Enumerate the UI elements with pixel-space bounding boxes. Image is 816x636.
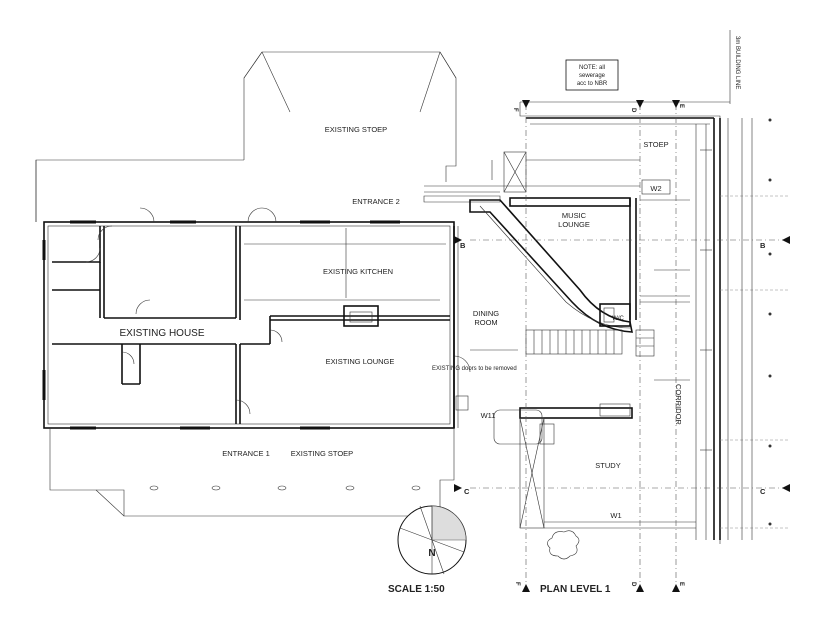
north-arrow: N xyxy=(397,505,467,575)
window-w11-label: W11 xyxy=(481,411,496,420)
north-label: N xyxy=(428,548,435,559)
grid-c-left: C xyxy=(464,487,470,496)
existing-stoep-top-outline xyxy=(35,51,457,222)
existing-stoep-bottom-label: EXISTING STOEP xyxy=(291,449,353,458)
note-line-1: NOTE: all xyxy=(579,65,605,71)
scale-label: SCALE 1:50 xyxy=(388,584,445,595)
grid-c-right: C xyxy=(760,487,766,496)
note-box: NOTE: all sewerage acc to NBR xyxy=(565,59,619,91)
note-line-3: acc to NBR xyxy=(577,81,608,87)
existing-lounge-label: EXISTING LOUNGE xyxy=(326,357,395,366)
window-w2-label: W2 xyxy=(650,184,661,193)
existing-doors-note: EXISTING doors to be removed xyxy=(432,366,517,372)
grid-b-left: B xyxy=(460,241,466,250)
grid-d-top: D xyxy=(630,108,636,113)
grid-markers: B B C C F D E F D E xyxy=(454,100,790,592)
existing-stoep-bottom-outline xyxy=(49,428,455,517)
existing-house-label: EXISTING HOUSE xyxy=(119,328,204,339)
dining-room-label-1: DINING xyxy=(473,309,499,318)
grid-f-bottom: F xyxy=(514,582,520,586)
stairs xyxy=(525,329,655,357)
grid-f-top: F xyxy=(512,108,518,112)
music-lounge-label-1: MUSIC xyxy=(562,211,587,220)
tree-symbol xyxy=(547,530,580,560)
existing-kitchen-label: EXISTING KITCHEN xyxy=(323,267,393,276)
dining-room-label-2: ROOM xyxy=(474,318,497,327)
existing-stoep-top-label: EXISTING STOEP xyxy=(325,125,387,134)
wc-label: W/C xyxy=(612,316,624,322)
entrance-2-label: ENTRANCE 2 xyxy=(352,197,400,206)
grid-b-right: B xyxy=(760,241,766,250)
note-line-2: sewerage xyxy=(579,73,606,79)
grid-e-bottom: E xyxy=(678,582,684,586)
new-extension-walls xyxy=(423,102,729,560)
dining-room-area xyxy=(453,226,518,428)
stoep-label: STOEP xyxy=(643,140,668,149)
study-label: STUDY xyxy=(595,461,620,470)
entrance-1-label: ENTRANCE 1 xyxy=(222,449,270,458)
building-line-label: 3m BUILDING LINE xyxy=(734,36,740,89)
existing-house-walls xyxy=(42,207,471,430)
corridor-label: CORRIDOR xyxy=(674,384,683,425)
plan-title: PLAN LEVEL 1 xyxy=(540,584,611,595)
grid-lines xyxy=(470,30,790,590)
grid-d-bottom: D xyxy=(630,582,636,587)
grid-e-top: E xyxy=(678,104,684,108)
window-w1-label: W1 xyxy=(610,511,621,520)
music-lounge-label-2: LOUNGE xyxy=(558,220,590,229)
